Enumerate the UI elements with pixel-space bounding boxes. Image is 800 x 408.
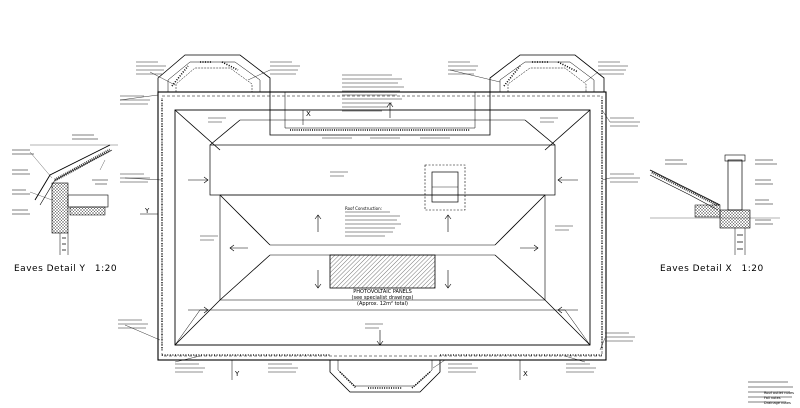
general-notes: Roof outlet notes Fall notes Drainage no… (764, 391, 794, 406)
section-y-bottom-label: Y (235, 370, 240, 378)
eaves-detail-y-name: Eaves Detail Y (14, 264, 86, 274)
eaves-detail-y-drawing (12, 134, 118, 255)
eaves-detail-x-scale: 1:20 (741, 264, 764, 274)
roof-construction-label: Roof Construction: (345, 206, 382, 211)
note-1: Roof outlet notes (764, 391, 794, 395)
fall-arrows (188, 102, 578, 346)
section-y-left-label: Y (145, 207, 150, 215)
annotation-texts (118, 61, 640, 373)
eaves-detail-x-drawing (649, 154, 780, 255)
eaves-detail-y-scale: 1:20 (94, 264, 118, 274)
pv-line-1: PHOTOVOLTAIC PANELS (353, 289, 412, 295)
section-x-bottom-label: X (523, 370, 528, 378)
bottom-bay (329, 360, 441, 393)
roof-light (424, 164, 466, 211)
eaves-detail-x-title: Eaves Detail X 1:20 (660, 264, 764, 274)
section-x-top-label: X (306, 110, 311, 118)
notes-block (748, 381, 793, 403)
note-2: Fall notes (764, 396, 781, 400)
top-right-bay (489, 54, 605, 92)
note-3: Drainage notes (764, 401, 791, 405)
eaves-detail-y-title: Eaves Detail Y 1:20 (14, 264, 117, 274)
pv-panel-area (329, 254, 436, 289)
leader-lines (119, 69, 611, 369)
pv-panel-label: PHOTOVOLTAIC PANELS (see specialist draw… (330, 289, 435, 307)
roof-outline (157, 91, 607, 361)
top-left-bay (157, 54, 271, 92)
gutters (161, 100, 603, 356)
section-markers (140, 110, 521, 380)
eaves-detail-x-name: Eaves Detail X (660, 264, 733, 274)
pv-line-3: (Approx. 12m² total) (357, 301, 408, 307)
pv-line-2: (see specialist drawings) (351, 295, 414, 301)
top-recess (269, 92, 491, 136)
